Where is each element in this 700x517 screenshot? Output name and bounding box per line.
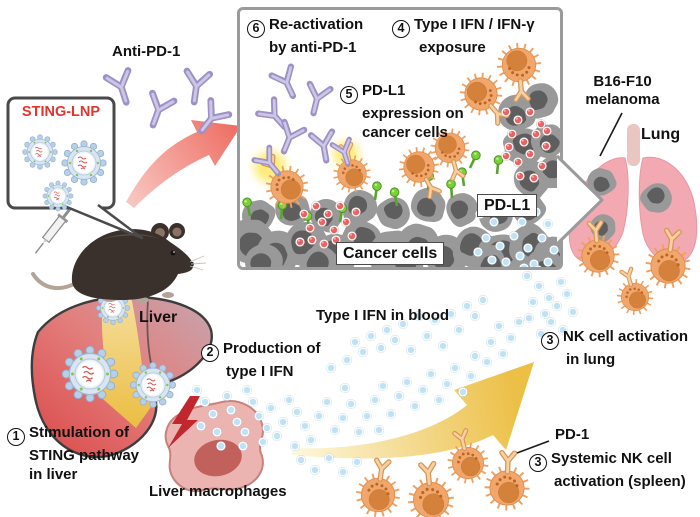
step3-spleen-number: 3 xyxy=(529,454,547,472)
b16-line2: melanoma xyxy=(585,91,660,108)
step3-lung-line1: NK cell activation xyxy=(563,328,689,345)
zoom-pointer xyxy=(555,154,604,246)
pdl1-pin-icon xyxy=(464,148,483,172)
ifn-blood-label: Type I IFN in blood xyxy=(316,307,450,324)
antibody-icon xyxy=(274,122,304,155)
step2-line1: Production of xyxy=(223,340,321,357)
step2-line2: type I IFN xyxy=(226,363,294,380)
step3-lung-line2: in lung xyxy=(566,351,616,368)
cancer-cells-tag: Cancer cells xyxy=(336,242,445,265)
step3-lung-number: 3 xyxy=(541,332,559,350)
step6-number: 6 xyxy=(247,20,265,38)
antibody-icon xyxy=(142,93,174,129)
step5-line3: cancer cells xyxy=(362,124,448,141)
inset-graphics xyxy=(240,10,560,267)
step4-line2: exposure xyxy=(419,39,486,56)
step1-line2: STING pathway xyxy=(29,447,140,464)
step4-line1: Type I IFN / IFN-γ xyxy=(414,16,535,33)
antibody-icon xyxy=(183,71,210,104)
nk-cell-icon xyxy=(404,462,456,517)
step5-line2: expression on xyxy=(362,105,464,122)
mouse-illustration xyxy=(31,223,207,303)
systemic-activation-arrow xyxy=(292,362,534,459)
antibody-icon xyxy=(272,67,303,101)
step3-spleen-line2: activation (spleen) xyxy=(554,473,686,490)
step5-number: 5 xyxy=(340,86,358,104)
lung-label: Lung xyxy=(641,126,681,143)
mouse-eye xyxy=(170,250,176,256)
liver-macrophages-label: Liver macrophages xyxy=(149,483,287,500)
step5-line1: PD-L1 xyxy=(362,82,406,99)
pdl1-tag: PD-L1 xyxy=(477,194,538,217)
step2-number: 2 xyxy=(201,344,219,362)
nk-cells-spleen-group xyxy=(353,427,550,517)
b16-melanoma-label: B16-F10 melanoma xyxy=(574,73,671,109)
sting-lnp-bubble xyxy=(6,96,144,240)
step1-line1: Stimulation of xyxy=(29,424,129,441)
nk-cell-icon xyxy=(353,458,404,517)
anti-pd1-arrow xyxy=(126,120,241,208)
b16-line1: B16-F10 xyxy=(593,73,652,90)
antibody-icon xyxy=(303,84,330,116)
step1-line3: in liver xyxy=(29,466,78,483)
step6-line2: by anti-PD-1 xyxy=(269,39,357,56)
nk-cell-icon xyxy=(484,452,531,511)
pd1-pointer-line xyxy=(516,440,550,454)
lung-illustration xyxy=(568,112,698,264)
step6-line1: Re-activation xyxy=(269,16,364,33)
tumor-pointer-line xyxy=(599,112,623,157)
nk-cell-icon xyxy=(609,265,657,320)
tumor-microenvironment-inset xyxy=(237,7,563,270)
liver-label: Liver xyxy=(139,309,178,326)
pd1-label: PD-1 xyxy=(555,426,590,443)
step4-number: 4 xyxy=(392,20,410,38)
step1-number: 1 xyxy=(7,428,25,446)
anti-pd1-label: Anti-PD-1 xyxy=(112,43,181,60)
lightning-icon xyxy=(168,396,200,448)
step3-spleen-line1: Systemic NK cell xyxy=(551,450,672,467)
sting-lnp-label: STING-LNP xyxy=(21,104,101,120)
